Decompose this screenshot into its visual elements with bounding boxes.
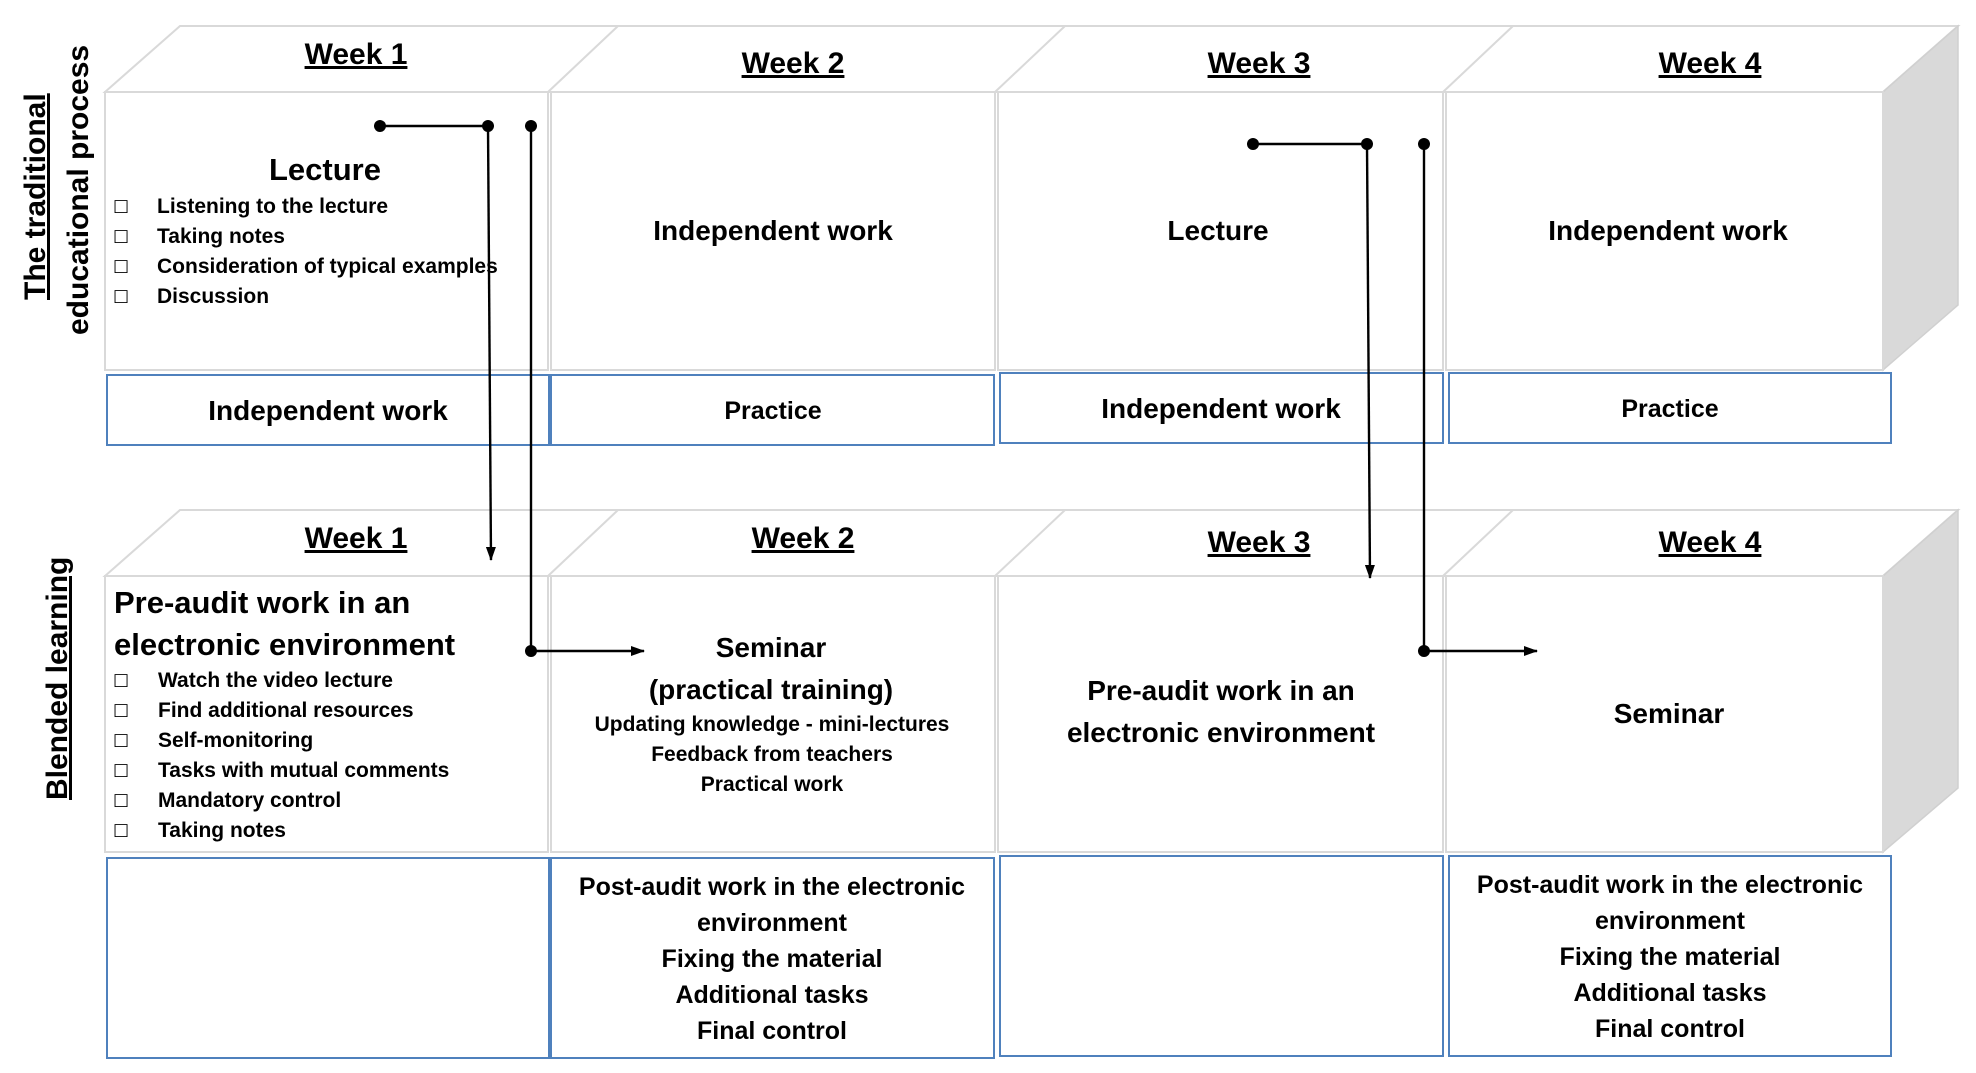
blended-week4-sub-line4: Additional tasks xyxy=(1573,979,1766,1007)
blended-week1-label: Week 1 xyxy=(305,522,408,555)
traditional-side-label-line2: educational process xyxy=(62,45,95,335)
blended-week4-sub-line5: Final control xyxy=(1595,1015,1745,1043)
traditional-week1-panel xyxy=(104,91,549,371)
traditional-week3-label: Week 3 xyxy=(1208,47,1311,80)
traditional-week4-label: Week 4 xyxy=(1659,47,1762,80)
blended-week2-label: Week 2 xyxy=(752,522,855,555)
traditional-week4-sub-box xyxy=(1448,372,1892,444)
blended-week2-line3: Practical work xyxy=(701,773,844,796)
blended-week3-title-line1: Pre-audit work in an xyxy=(1087,675,1355,706)
connector-week1-lecture-to-preaudit xyxy=(374,120,496,561)
bullet-marker: □ xyxy=(113,730,129,750)
traditional-cube xyxy=(102,24,1961,372)
bullet-marker: □ xyxy=(113,256,129,276)
blended-week1-bullets: □ Watch the video lecture □ Find additio… xyxy=(113,669,449,842)
list-item: Discussion xyxy=(157,285,269,308)
blended-week2-title-line2: (practical training) xyxy=(649,674,893,705)
traditional-side-label-line1: The traditional xyxy=(19,93,52,300)
connector-week1-lecture-to-seminar xyxy=(525,120,645,657)
bullet-marker: □ xyxy=(113,760,129,780)
traditional-week4-title: Independent work xyxy=(1548,215,1788,246)
list-item: Consideration of typical examples xyxy=(157,255,498,278)
blended-side-label: Blended learning xyxy=(41,557,74,800)
blended-week2-panel xyxy=(550,575,996,853)
blended-week2-line1: Updating knowledge - mini-lectures xyxy=(595,713,950,736)
traditional-week2-title: Independent work xyxy=(653,215,893,246)
blended-week2-sub-line2: environment xyxy=(697,909,848,937)
traditional-week1-label: Week 1 xyxy=(305,38,408,71)
blended-week1-panel xyxy=(104,575,549,853)
connector-week3-lecture-to-seminar xyxy=(1418,138,1538,657)
connector-week3-lecture-to-preaudit xyxy=(1247,138,1375,579)
list-item: Find additional resources xyxy=(158,699,414,722)
list-item: Taking notes xyxy=(157,225,285,248)
blended-week2-sub-line4: Additional tasks xyxy=(675,981,868,1009)
blended-week4-sub-text: Post-audit work in the electronic enviro… xyxy=(1477,871,1863,1043)
traditional-week4-panel xyxy=(1445,91,1884,371)
blended-week4-panel xyxy=(1445,575,1884,853)
traditional-week2-panel xyxy=(550,91,996,371)
blended-week2-sub-line1: Post-audit work in the electronic xyxy=(579,873,965,901)
traditional-week2-sub-box xyxy=(550,374,995,446)
bullet-marker: □ xyxy=(113,820,129,840)
list-item: Self-monitoring xyxy=(158,729,313,752)
bullet-marker: □ xyxy=(113,670,129,690)
traditional-week1-sub-label: Independent work xyxy=(208,395,448,426)
blended-week3-title-line2: electronic environment xyxy=(1067,717,1375,748)
blended-week2-sub-text: Post-audit work in the electronic enviro… xyxy=(579,873,965,1045)
blended-week1-sub-box xyxy=(106,857,550,1059)
bullet-marker: □ xyxy=(113,196,129,216)
blended-week4-title: Seminar xyxy=(1614,698,1725,729)
blended-week1-title-line1: Pre-audit work in an xyxy=(114,585,410,620)
blended-week4-sub-line2: environment xyxy=(1595,907,1746,935)
bullet-marker: □ xyxy=(113,700,129,720)
blended-week3-label: Week 3 xyxy=(1208,526,1311,559)
blended-week3-panel xyxy=(997,575,1444,853)
blended-week4-sub-line1: Post-audit work in the electronic xyxy=(1477,871,1863,899)
blended-cube xyxy=(102,508,1961,854)
blended-week4-label: Week 4 xyxy=(1659,526,1762,559)
blended-week4-sub-box xyxy=(1448,855,1892,1057)
traditional-week4-sub-label: Practice xyxy=(1621,395,1718,423)
blended-week3-sub-box xyxy=(999,855,1444,1057)
blended-week4-sub-line3: Fixing the material xyxy=(1560,943,1781,971)
bullet-marker: □ xyxy=(113,286,129,306)
bullet-marker: □ xyxy=(113,226,129,246)
blended-week1-title-line2: electronic environment xyxy=(114,627,455,662)
traditional-week2-sub-label: Practice xyxy=(724,397,821,425)
traditional-week2-label: Week 2 xyxy=(742,47,845,80)
blended-week2-sub-box xyxy=(550,857,995,1059)
traditional-week3-title: Lecture xyxy=(1167,215,1268,246)
blended-week2-title-line1: Seminar xyxy=(716,632,827,663)
list-item: Mandatory control xyxy=(158,789,341,812)
traditional-week1-sub-box xyxy=(106,374,550,446)
list-item: Tasks with mutual comments xyxy=(158,759,449,782)
traditional-week3-sub-label: Independent work xyxy=(1101,393,1341,424)
blended-week2-line2: Feedback from teachers xyxy=(651,743,893,766)
list-item: Watch the video lecture xyxy=(158,669,393,692)
traditional-week1-title: Lecture xyxy=(269,152,381,187)
blended-week2-sub-line5: Final control xyxy=(697,1017,847,1045)
list-item: Taking notes xyxy=(158,819,286,842)
traditional-week1-bullets: □ Listening to the lecture □ Taking note… xyxy=(113,195,498,308)
list-item: Listening to the lecture xyxy=(157,195,388,218)
blended-week2-sub-line3: Fixing the material xyxy=(662,945,883,973)
bullet-marker: □ xyxy=(113,790,129,810)
